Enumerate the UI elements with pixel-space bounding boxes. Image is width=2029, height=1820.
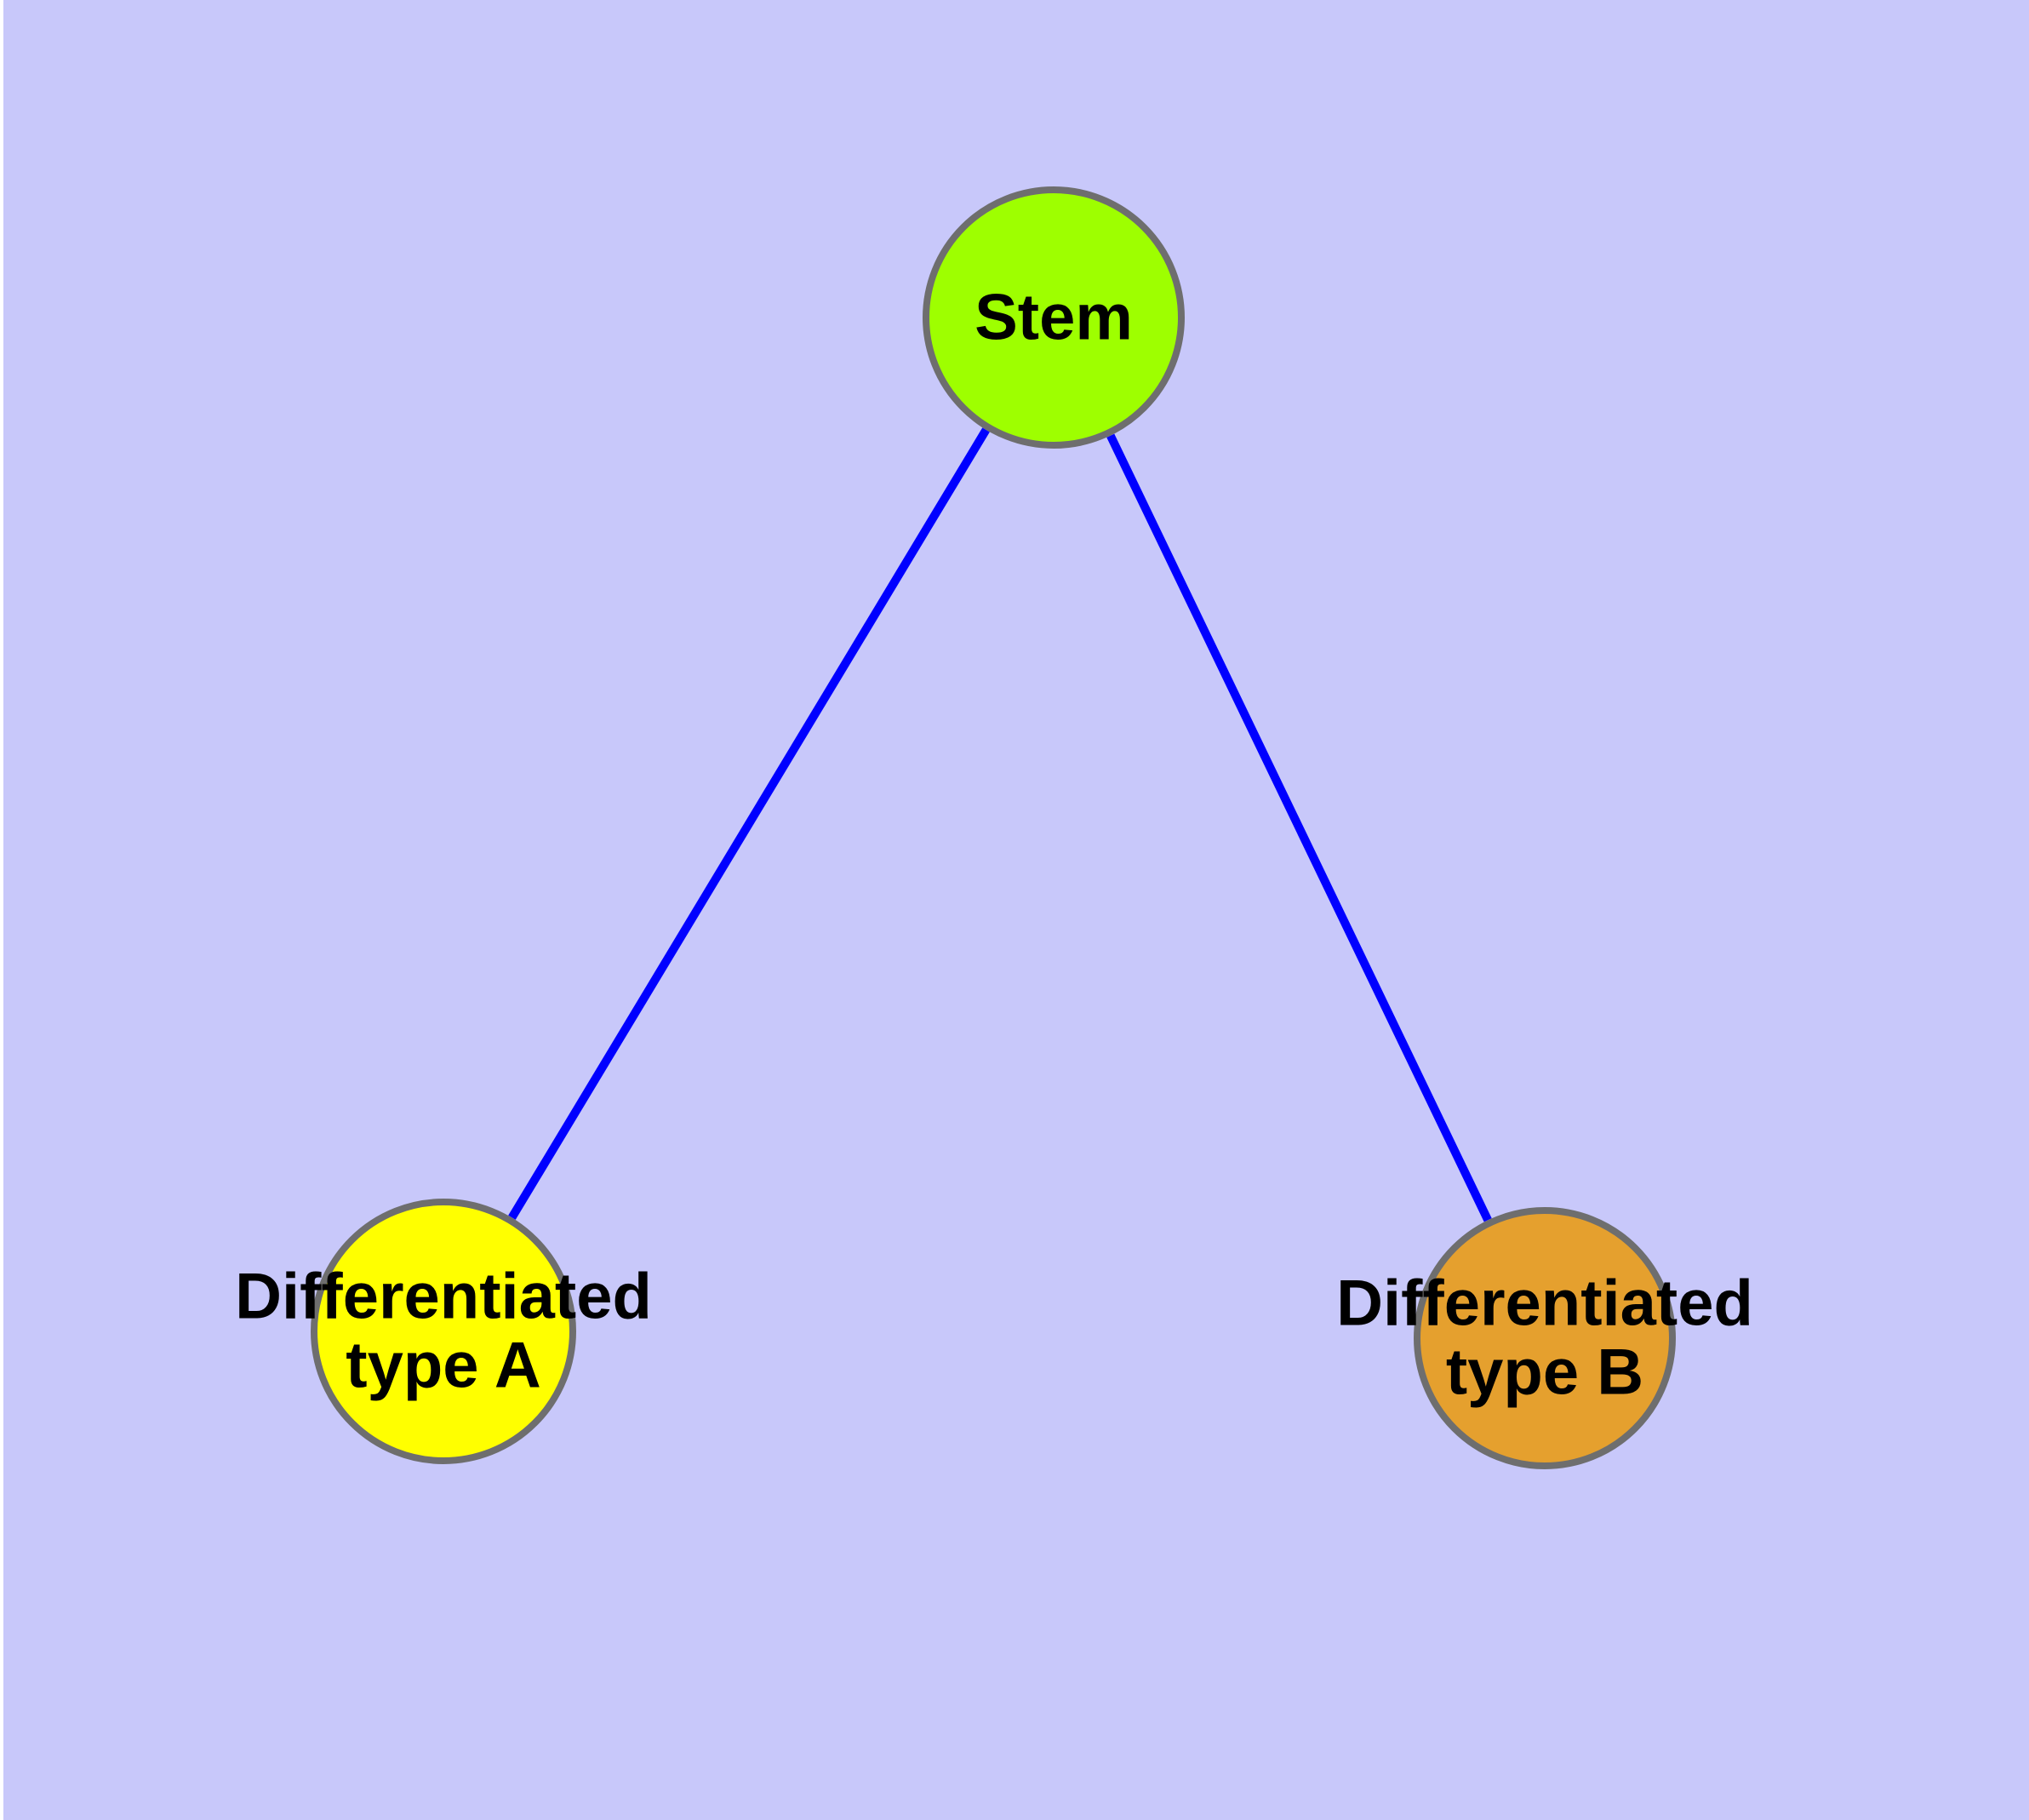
node-diff_a[interactable] [311, 1199, 576, 1464]
nodes-layer [311, 186, 1676, 1469]
node-diff_b[interactable] [1414, 1207, 1676, 1469]
node-stem[interactable] [923, 186, 1185, 449]
edge-stem-to-diff_a[interactable] [508, 427, 990, 1220]
edge-stem-to-diff_b[interactable] [1106, 433, 1492, 1222]
edges-layer [508, 427, 1492, 1222]
